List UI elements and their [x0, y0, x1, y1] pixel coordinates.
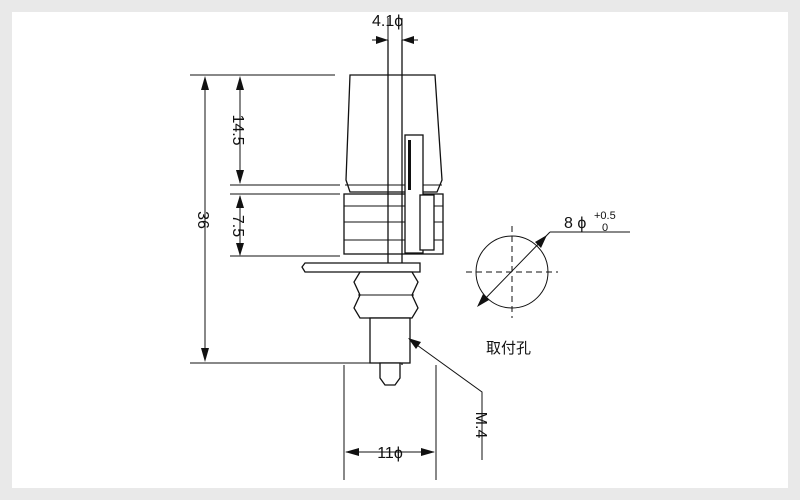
dim-body-diameter: [345, 448, 435, 456]
pin-tip: [379, 362, 401, 386]
label-collar-height: 7.5: [229, 215, 246, 237]
extension-lines: [190, 18, 437, 480]
dim-pin-diameter: [372, 36, 418, 44]
label-total-height: 36: [194, 211, 211, 229]
connector-cap: [345, 74, 443, 193]
threaded-shank: [369, 317, 411, 364]
label-pin-diameter: 4.1ϕ: [372, 13, 403, 30]
label-cap-height: 14.5: [229, 114, 246, 145]
label-mounting-hole-caption: 取付孔: [486, 339, 531, 357]
thread-leader: [408, 338, 483, 460]
dim-cap-height: [236, 76, 244, 184]
dim-total-height: [201, 76, 209, 362]
mounting-hole: [466, 226, 630, 318]
solder-tab: [301, 262, 421, 273]
connector-body: [301, 40, 444, 386]
dim-collar-height: [236, 195, 244, 256]
label-tol-lower: 0: [602, 222, 608, 234]
label-tol-upper: +0.5: [594, 210, 616, 222]
label-thread: M.4: [472, 412, 489, 439]
label-hole-diameter: 8 ϕ: [564, 215, 586, 232]
label-body-diameter: 11ϕ: [377, 445, 403, 462]
